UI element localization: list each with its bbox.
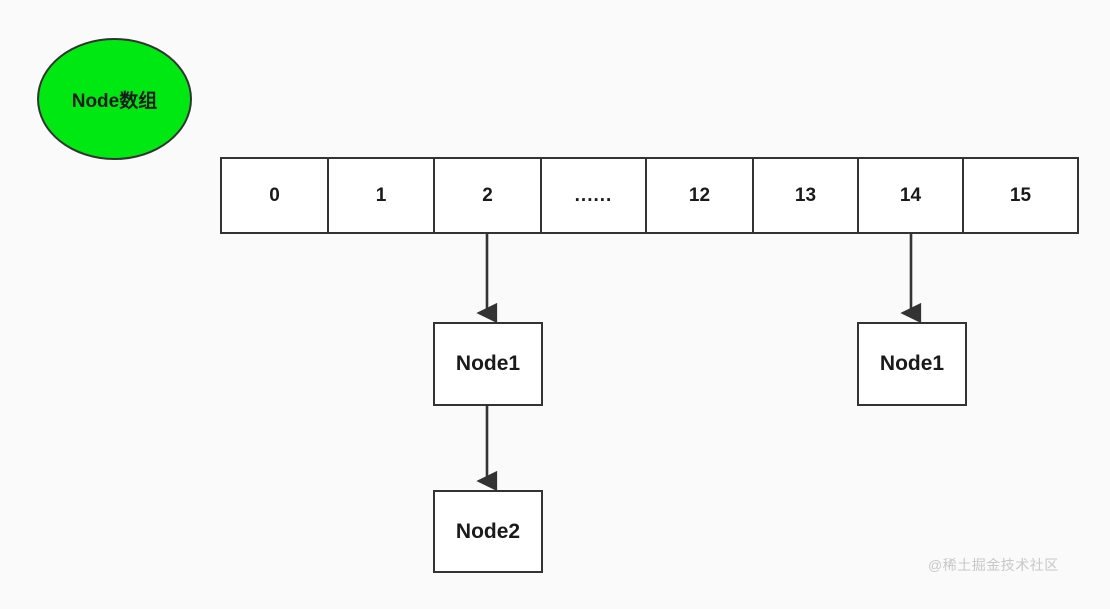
array-cell-12-label: 12: [688, 185, 711, 206]
array-cell-15-label: 15: [1009, 185, 1032, 206]
array-cell-14: 14: [859, 159, 964, 232]
node-array-ellipse: Node数组: [37, 38, 192, 160]
array-cell-ellipsis: ......: [542, 159, 647, 232]
array-cell-0: 0: [222, 159, 329, 232]
array-cell-2: 2: [435, 159, 542, 232]
node-array-row: 0 1 2 ...... 12 13 14 15: [220, 157, 1079, 234]
array-cell-2-label: 2: [482, 185, 493, 206]
node-box-node1-right: Node1: [857, 322, 967, 406]
array-cell-ellipsis-label: ......: [574, 185, 613, 206]
watermark: @稀土掘金技术社区: [928, 557, 1059, 573]
node-box-node2: Node2: [433, 490, 543, 573]
array-cell-12: 12: [647, 159, 754, 232]
array-cell-1-label: 1: [375, 185, 387, 206]
node-box-node2-label: Node2: [455, 519, 521, 543]
array-cell-13-label: 13: [794, 185, 817, 206]
array-cell-13: 13: [754, 159, 859, 232]
node-box-node1-left-label: Node1: [455, 352, 521, 375]
array-cell-15: 15: [964, 159, 1077, 232]
node-box-node1-right-label: Node1: [879, 352, 945, 375]
array-cell-0-label: 0: [269, 185, 280, 206]
array-cell-14-label: 14: [899, 185, 922, 206]
array-cell-1: 1: [329, 159, 435, 232]
node-box-node1-left: Node1: [433, 322, 543, 406]
node-array-ellipse-label: Node数组: [71, 90, 158, 112]
